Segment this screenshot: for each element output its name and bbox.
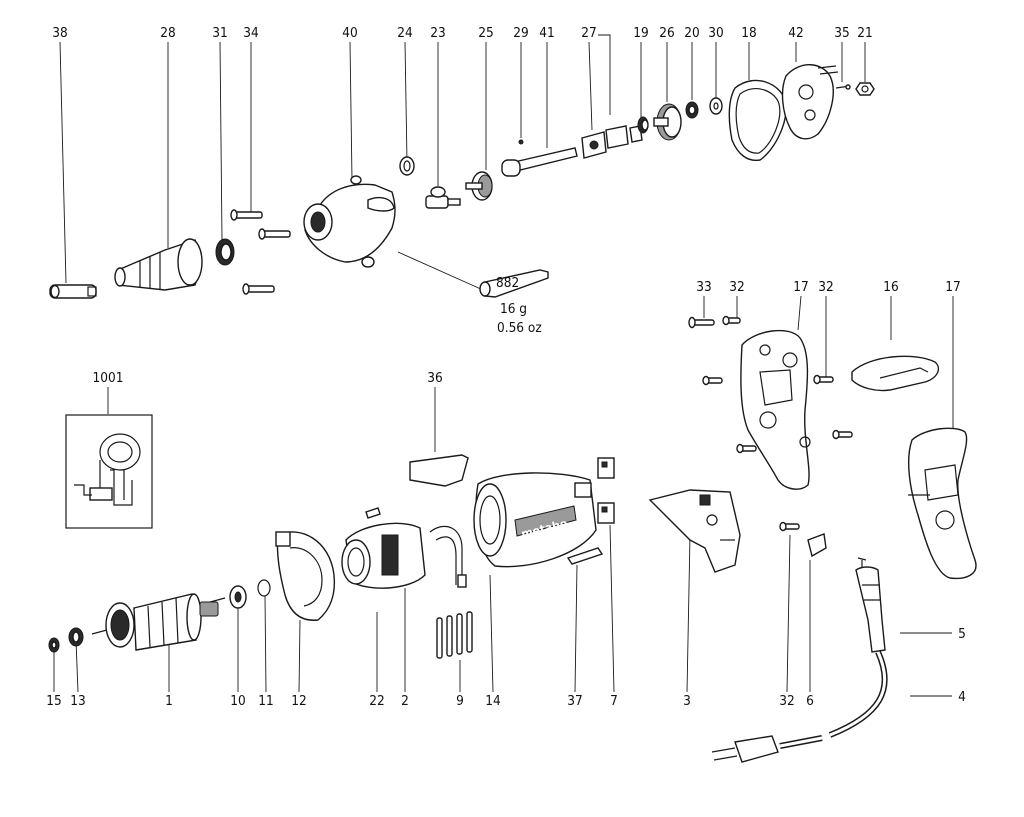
nut-21 bbox=[855, 82, 875, 96]
callout-7: 7 bbox=[610, 693, 618, 709]
suppressor-7 bbox=[597, 457, 615, 524]
callout-2: 2 bbox=[401, 693, 409, 709]
callout-9: 9 bbox=[456, 693, 464, 709]
gasket-18 bbox=[728, 79, 787, 162]
callout-4: 4 bbox=[958, 689, 966, 705]
callout-12: 12 bbox=[291, 693, 306, 709]
callout-18: 18 bbox=[741, 25, 756, 41]
spindle-23 bbox=[425, 186, 461, 209]
callout-19: 19 bbox=[633, 25, 648, 41]
callout-32-a: 32 bbox=[729, 279, 744, 295]
callout-40: 40 bbox=[342, 25, 357, 41]
callout-17-a: 17 bbox=[793, 279, 808, 295]
grease-weight-grams: 16 g bbox=[500, 301, 527, 317]
screws-34 bbox=[230, 209, 291, 295]
spring-19 bbox=[637, 116, 649, 134]
callout-26: 26 bbox=[659, 25, 674, 41]
gear-housing-40 bbox=[303, 175, 396, 268]
ring-11 bbox=[257, 579, 271, 597]
handle-half-17-left bbox=[740, 329, 811, 490]
callout-16: 16 bbox=[883, 279, 898, 295]
callout-38: 38 bbox=[52, 25, 67, 41]
callout-6: 6 bbox=[806, 693, 814, 709]
callout-23: 23 bbox=[430, 25, 445, 41]
callout-37: 37 bbox=[567, 693, 582, 709]
callout-25: 25 bbox=[478, 25, 493, 41]
callout-labels: 38 28 31 34 40 24 23 25 29 41 27 19 26 2… bbox=[46, 25, 966, 709]
callout-1001: 1001 bbox=[93, 370, 124, 386]
bearing-20 bbox=[685, 101, 699, 119]
gear-25 bbox=[465, 171, 493, 201]
callout-17-b: 17 bbox=[945, 279, 960, 295]
callout-28: 28 bbox=[160, 25, 175, 41]
bit-holder-38 bbox=[49, 284, 97, 299]
callout-10: 10 bbox=[230, 693, 245, 709]
screw-35 bbox=[835, 84, 851, 90]
motor-housing-14: metabo bbox=[473, 472, 597, 568]
callout-13: 13 bbox=[70, 693, 85, 709]
bearing-15 bbox=[48, 637, 60, 653]
cord-guard-5 bbox=[855, 557, 886, 653]
plate-37 bbox=[566, 547, 604, 565]
grease-tube: 882 16 g 0.56 oz bbox=[479, 269, 549, 336]
callout-31: 31 bbox=[212, 25, 227, 41]
handle-screws-32-33 bbox=[688, 315, 853, 532]
callout-32-b: 32 bbox=[818, 279, 833, 295]
callout-27: 27 bbox=[581, 25, 596, 41]
callout-30: 30 bbox=[708, 25, 723, 41]
insulation-sheet-36 bbox=[409, 454, 469, 487]
handle-half-17-right bbox=[907, 427, 977, 580]
callout-1: 1 bbox=[165, 693, 173, 709]
callout-22: 22 bbox=[369, 693, 384, 709]
callout-3: 3 bbox=[683, 693, 691, 709]
callout-33: 33 bbox=[696, 279, 711, 295]
callout-21: 21 bbox=[857, 25, 872, 41]
locking-nut-31 bbox=[215, 238, 235, 266]
gear-cover-42 bbox=[781, 64, 839, 140]
callout-35: 35 bbox=[834, 25, 849, 41]
callout-11: 11 bbox=[258, 693, 273, 709]
brush-springs-9 bbox=[436, 611, 473, 659]
washer-30 bbox=[709, 97, 723, 115]
callout-36: 36 bbox=[427, 370, 442, 386]
air-guide-12 bbox=[275, 531, 336, 621]
leader-lines bbox=[53, 34, 954, 697]
field-coil-2 bbox=[341, 522, 467, 589]
gear-26 bbox=[653, 103, 682, 141]
cord-clamp-6 bbox=[807, 533, 827, 558]
ball-29 bbox=[518, 139, 524, 145]
bearing-13 bbox=[68, 627, 84, 647]
callout-15: 15 bbox=[46, 693, 61, 709]
callout-24: 24 bbox=[397, 25, 413, 41]
callout-32-c: 32 bbox=[779, 693, 794, 709]
callout-5: 5 bbox=[958, 626, 966, 642]
washer-24 bbox=[399, 156, 415, 176]
grease-code: 882 bbox=[496, 275, 519, 291]
depth-stop-28 bbox=[114, 238, 203, 291]
power-cable-4 bbox=[711, 650, 888, 763]
brush-detail-box-1001 bbox=[65, 414, 153, 529]
bearing-10 bbox=[229, 585, 247, 609]
shaft-41 bbox=[501, 147, 578, 177]
belt-hook-16 bbox=[851, 355, 940, 392]
switch-3 bbox=[648, 489, 741, 573]
callout-14: 14 bbox=[485, 693, 501, 709]
armature-1 bbox=[91, 593, 226, 651]
grease-weight-ounces: 0.56 oz bbox=[497, 320, 542, 336]
callout-41: 41 bbox=[539, 25, 554, 41]
callout-34: 34 bbox=[243, 25, 259, 41]
callout-29: 29 bbox=[513, 25, 528, 41]
callout-20: 20 bbox=[684, 25, 699, 41]
callout-42: 42 bbox=[788, 25, 803, 41]
clutch-parts-27 bbox=[581, 125, 643, 159]
